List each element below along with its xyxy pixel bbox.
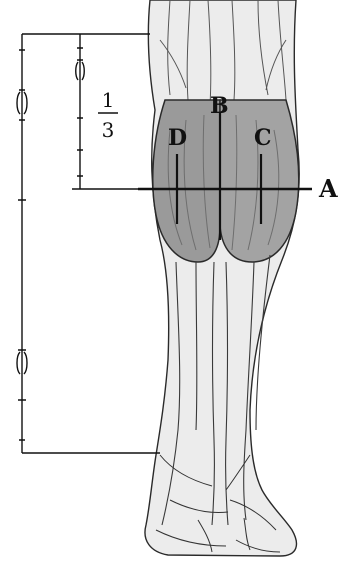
leg-length-ruler (17, 34, 160, 453)
label-a: A (318, 174, 338, 203)
label-c: C (254, 125, 272, 151)
leg-body (145, 0, 299, 556)
fraction-numerator: 1 (102, 88, 115, 112)
fraction-one-third: 1 3 (98, 88, 118, 142)
label-d: D (168, 125, 187, 151)
label-b: B (210, 93, 229, 119)
leg-outline (145, 0, 299, 556)
fraction-denominator: 3 (102, 118, 115, 142)
